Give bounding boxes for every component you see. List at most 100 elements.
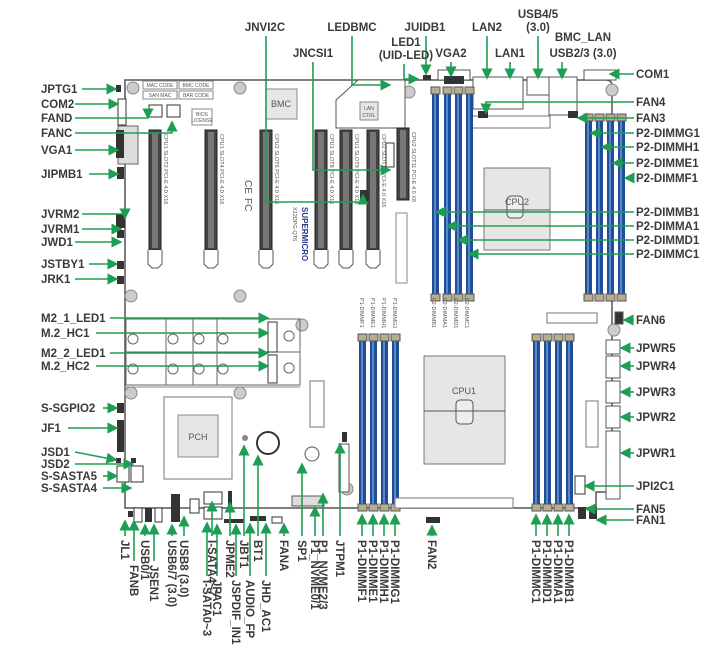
sticker-bar-code: BAR CODE: [183, 93, 210, 99]
pcie-slot-label: CPU1 SLOT4 PCI-E 4.0 X16: [218, 134, 224, 204]
callout-label: M.2_HC1: [41, 328, 90, 340]
callout-label: AUDIO_FP: [243, 580, 255, 638]
callout-label: LAN1: [495, 48, 526, 60]
stickers: MAC CODE BMC CODE SAN MAC BAR CODE BIOS …: [142, 80, 214, 126]
sticker-san-mac: SAN MAC: [149, 93, 172, 99]
callout-label: P1_NVME2/3: [316, 540, 328, 610]
callout-label: JPWR4: [636, 361, 676, 373]
dimm-slot: [553, 333, 564, 512]
callout-label: FAN3: [636, 113, 665, 125]
callout-label: JPWR3: [636, 387, 676, 399]
pcie-slot: CPU1 SLOT9 PCI-E 4.0 X16: [338, 129, 359, 269]
callout-label: FANA: [277, 540, 289, 571]
callout-label: P2-DIMME1: [636, 158, 699, 170]
dimm-slot: [368, 333, 379, 512]
brand-logo: SUPERMICRO: [300, 207, 309, 261]
callout-label: P2-DIMMA1: [636, 221, 700, 233]
dimm-silk-label: P2-DIMMA1: [441, 298, 447, 328]
rear-io: [423, 69, 617, 129]
callout-label: P2-DIMMD1: [636, 235, 700, 247]
dimm-slot: [594, 113, 605, 302]
pcie-slot: CPU1 SLOT2 PCI-E 4.0 X16: [147, 129, 168, 269]
callout-label: JBT1: [237, 540, 249, 569]
callout-label: JHD_AC1: [259, 580, 271, 633]
callout-label: USB6/7 (3.0): [165, 540, 177, 607]
power-connectors: [394, 311, 624, 509]
callout-label: I-SATA4~7: [205, 540, 217, 596]
sticker-bmc-code: BMC CODE: [183, 83, 211, 89]
dimm-silk-label: P1-DIMMG1: [391, 298, 397, 329]
dimm-silk-label: P2-DIMMB1: [430, 298, 436, 328]
callout-label: LED1: [391, 37, 421, 49]
pcie-slot: CPU1 SLOT4 PCI-E 4.0 X16: [203, 129, 224, 269]
dimm-slots: P1-DIMMF1 P1-DIMME1 P1-DIMMH1 P1-DIMMG1 P2-D…: [357, 86, 627, 512]
callout-label: LAN2: [472, 22, 502, 34]
callout-label: COM2: [41, 99, 74, 111]
bios-license-line1: BIOS: [196, 112, 209, 118]
callout-label: P1-DIMMD1: [540, 540, 552, 604]
dimm-slot: [453, 86, 464, 302]
callout-label: P1-DIMMA1: [551, 540, 563, 604]
lan-ctrl-label-1: LAN: [364, 106, 374, 112]
callout-label: USB8 (3.0): [177, 540, 189, 598]
leader-arrow: [265, 36, 369, 205]
callout-label: (3.0): [526, 22, 550, 34]
dimm-silk-label: P1-DIMME1: [369, 298, 375, 328]
callout-label: JPME2: [223, 540, 235, 578]
left-connectors: [116, 85, 144, 483]
callout-label: JSD2: [41, 459, 70, 471]
callout-label: VGA2: [435, 48, 466, 60]
leader-lines: [68, 36, 635, 576]
callout-label: P1-DIMMC1: [529, 540, 541, 604]
pcie-slot-label: CPU2 SLOT6 PCI-E 4.0 X16: [273, 134, 279, 204]
callout-label: FAN2: [425, 540, 437, 569]
pch-label: PCH: [188, 432, 207, 442]
callout-label: JVRM2: [41, 209, 79, 221]
pcie-slot-label: CPU1 SLOT8 PCI-E 4.0 X16: [328, 134, 334, 204]
callout-label: JIPMB1: [41, 169, 83, 181]
dimm-slot: [531, 333, 542, 512]
ce-mark: CE: [242, 180, 253, 194]
dimm-slot: [430, 86, 441, 302]
bmc-chip-label: BMC: [271, 99, 292, 109]
callout-label: FAN4: [636, 97, 666, 109]
callout-labels: JPTG1COM2FANDFANCVGA1JIPMB1JVRM2JVRM1JWD…: [41, 9, 701, 645]
dimm-silk-label: P1-DIMMF1: [358, 298, 364, 328]
callout-label: JSD1: [41, 447, 70, 459]
pcie-slot-label: CPU1 SLOT2 PCI-E 4.0 X16: [162, 134, 168, 204]
callout-label: JPWR1: [636, 448, 676, 460]
callout-label: M2_2_LED1: [41, 348, 106, 360]
callout-label: M2_1_LED1: [41, 313, 106, 325]
callout-label: JUIDB1: [405, 22, 447, 34]
dimm-silk-label: P1-DIMMH1: [380, 298, 386, 328]
dimm-slot: [379, 333, 390, 512]
fc-mark: FC: [242, 198, 253, 211]
callout-label: BMC_LAN: [555, 32, 611, 44]
callout-label: FAND: [41, 113, 72, 125]
callout-label: USB0/1: [138, 540, 150, 581]
callout-label: P1-DIMMF1: [355, 540, 367, 603]
callout-label: P1_NVME0/1: [308, 540, 320, 610]
bios-license-line2: LICENSE: [191, 118, 213, 124]
callout-label: JL1: [118, 540, 130, 560]
callout-label: JVRM1: [41, 224, 80, 236]
callout-label: JPWR2: [636, 412, 676, 424]
dimm-slot: [605, 113, 616, 302]
callout-label: I-SATA0~3: [200, 580, 212, 636]
callout-label: P1-DIMMH1: [377, 540, 389, 604]
callout-label: JPTG1: [41, 84, 78, 96]
callout-label: P1-DIMMG1: [388, 540, 400, 605]
callout-label: S-SGPIO2: [41, 403, 95, 415]
callout-label: USB2/3 (3.0): [549, 48, 616, 60]
board-model: X12DPG-QT6: [291, 207, 297, 241]
dimm-slot: [464, 86, 475, 302]
leader-arrow: [403, 64, 420, 85]
dimm-slot: [390, 333, 401, 512]
callout-label: FAN5: [636, 504, 666, 516]
callout-label: P2-DIMMG1: [636, 128, 701, 140]
dimm-slot: [616, 113, 627, 302]
callout-label: JPAC1: [210, 580, 222, 617]
callout-label: FANB: [127, 565, 139, 596]
dimm-slot: [542, 333, 553, 512]
callout-label: JNCSI1: [293, 48, 334, 60]
